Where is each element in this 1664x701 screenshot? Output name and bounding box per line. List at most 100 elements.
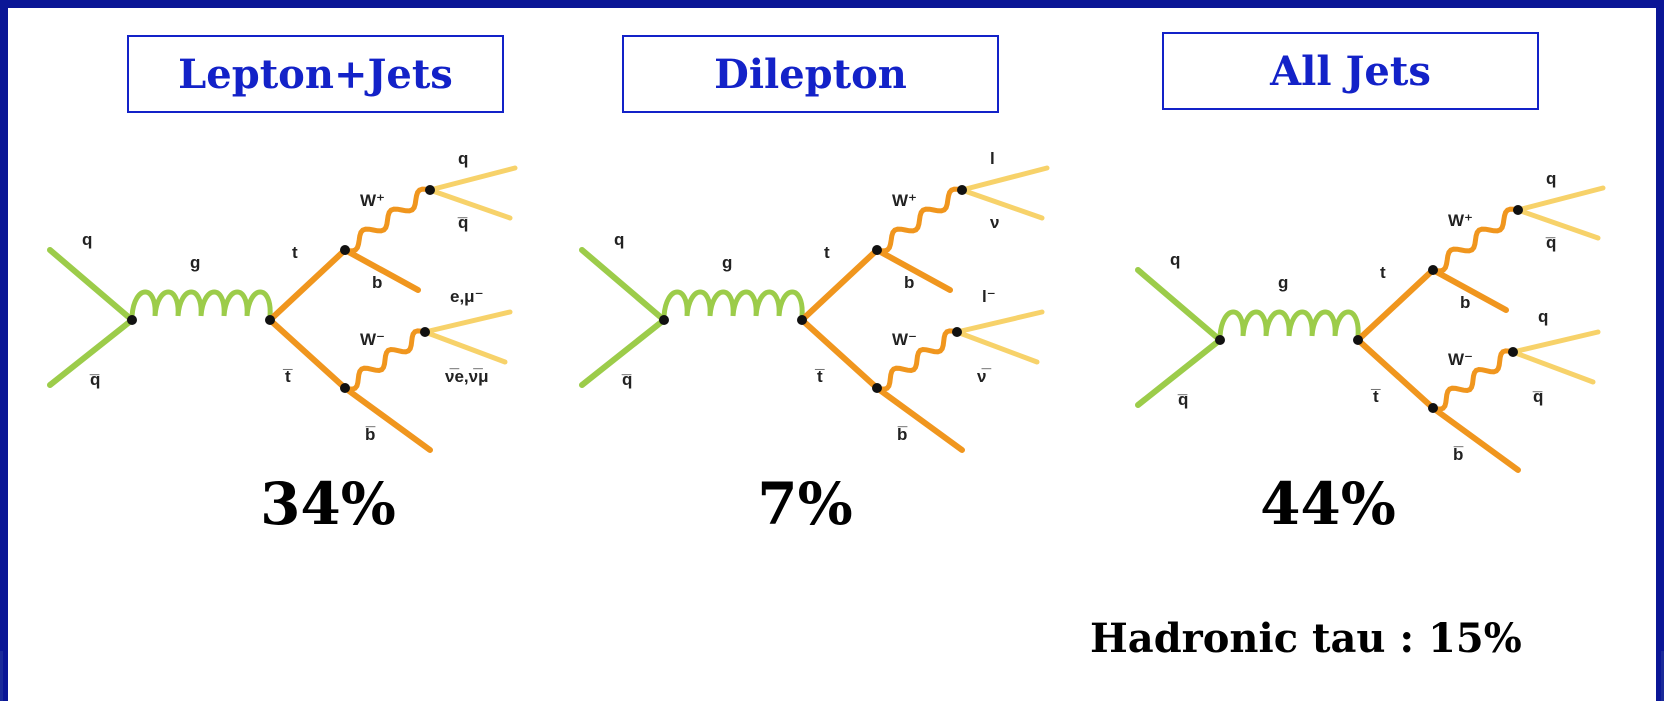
antiquark-line [1135, 337, 1223, 408]
gluon-line [661, 289, 805, 317]
w-plus-line [876, 186, 963, 254]
w-minus-decay-2 [422, 329, 508, 365]
panel-title-dilepton: Dilepton [622, 35, 999, 113]
particle-label-q_in: q [1170, 250, 1180, 269]
bbar-quark-line [874, 385, 965, 453]
w-minus-decay-1 [954, 309, 1045, 335]
w-plus-decay-2 [427, 187, 513, 221]
w-minus-line [344, 328, 426, 392]
particle-label-out1: l [990, 149, 995, 168]
vertex-dot [265, 315, 275, 325]
particle-label-b: b [1460, 293, 1470, 312]
vertex-dot [420, 327, 430, 337]
particle-label-qbar_in: q̅ [1178, 390, 1189, 409]
percent-all-jets: 44% [1260, 470, 1396, 538]
particle-label-b: b [904, 273, 914, 292]
particle-label-qbar_in: q̅ [90, 370, 101, 389]
particle-label-out1: q [458, 149, 468, 168]
w-minus-line [1432, 348, 1514, 412]
particle-label-Wplus: W⁺ [892, 191, 917, 210]
particle-label-Wminus: W⁻ [360, 330, 385, 349]
panel-title-lepton-jets: Lepton+Jets [127, 35, 504, 113]
vertex-dot [1428, 265, 1438, 275]
particle-label-out2: q̅ [458, 213, 469, 232]
particle-label-out4: ν̅e,ν̅μ [445, 367, 489, 386]
w-plus-decay-1 [959, 165, 1050, 193]
edge-tick-left [0, 651, 3, 701]
vertex-dot [872, 245, 882, 255]
particle-label-t: t [824, 243, 830, 262]
vertex-dot [797, 315, 807, 325]
particle-label-bbar: b̅ [1453, 445, 1464, 464]
b-quark-line [1430, 267, 1509, 313]
feynman-diagram-all-jets: qq̅gtt̅W⁺bqq̅W⁻b̅qq̅ [1135, 169, 1606, 473]
particle-label-g: g [722, 253, 732, 272]
antiquark-line [579, 317, 667, 388]
w-minus-decay-2 [954, 329, 1040, 365]
quark-line [579, 247, 667, 323]
w-plus-decay-1 [1515, 185, 1606, 213]
w-plus-decay-2 [1515, 207, 1601, 241]
top-line [1355, 267, 1436, 343]
panel-title-all-jets: All Jets [1162, 32, 1539, 110]
feynman-diagram-lepton-jets: qq̅gtt̅W⁺bqq̅W⁻b̅e,μ⁻ν̅e,ν̅μ [47, 149, 518, 453]
particle-label-Wplus: W⁺ [360, 191, 385, 210]
particle-label-qbar_in: q̅ [622, 370, 633, 389]
particle-label-out1: q [1546, 169, 1556, 188]
particle-label-t: t [1380, 263, 1386, 282]
vertex-dot [659, 315, 669, 325]
bbar-quark-line [1430, 405, 1521, 473]
antiquark-line [47, 317, 135, 388]
quark-line [1135, 267, 1223, 343]
particle-label-Wminus: W⁻ [892, 330, 917, 349]
particle-label-b: b [372, 273, 382, 292]
particle-label-out3: l⁻ [982, 287, 996, 306]
vertex-dot [1508, 347, 1518, 357]
percent-dilepton: 7% [757, 470, 853, 538]
particle-label-out4: ν̅ [977, 367, 991, 386]
vertex-dot [340, 245, 350, 255]
vertex-dot [952, 327, 962, 337]
w-minus-line [876, 328, 958, 392]
particle-label-g: g [1278, 273, 1288, 292]
particle-label-bbar: b̅ [365, 425, 376, 444]
w-plus-decay-2 [959, 187, 1045, 221]
percent-lepton-jets: 34% [260, 470, 396, 538]
bbar-quark-line [342, 385, 433, 453]
hadronic-tau-note: Hadronic tau : 15% [1090, 615, 1522, 662]
w-minus-decay-1 [422, 309, 513, 335]
antitop-line [799, 317, 880, 391]
vertex-dot [340, 383, 350, 393]
vertex-dot [1513, 205, 1523, 215]
particle-label-out4: q̅ [1533, 387, 1544, 406]
gluon-line [129, 289, 273, 317]
particle-label-bbar: b̅ [897, 425, 908, 444]
antitop-line [267, 317, 348, 391]
edge-tick-right [1661, 651, 1664, 701]
vertex-dot [872, 383, 882, 393]
particle-label-out3: q [1538, 307, 1548, 326]
particle-label-t: t [292, 243, 298, 262]
b-quark-line [342, 247, 421, 293]
top-line [799, 247, 880, 323]
particle-label-tbar: t̅ [815, 367, 825, 386]
gluon-line [1217, 309, 1361, 337]
w-plus-decay-1 [427, 165, 518, 193]
particle-label-q_in: q [82, 230, 92, 249]
particle-label-out2: q̅ [1546, 233, 1557, 252]
w-minus-decay-1 [1510, 329, 1601, 355]
particle-label-tbar: t̅ [283, 367, 293, 386]
particle-label-tbar: t̅ [1371, 387, 1381, 406]
vertex-dot [1215, 335, 1225, 345]
particle-label-Wplus: W⁺ [1448, 211, 1473, 230]
top-line [267, 247, 348, 323]
vertex-dot [1353, 335, 1363, 345]
antitop-line [1355, 337, 1436, 411]
w-plus-line [344, 186, 431, 254]
vertex-dot [127, 315, 137, 325]
w-minus-decay-2 [1510, 349, 1596, 385]
particle-label-q_in: q [614, 230, 624, 249]
particle-label-out3: e,μ⁻ [450, 287, 484, 306]
